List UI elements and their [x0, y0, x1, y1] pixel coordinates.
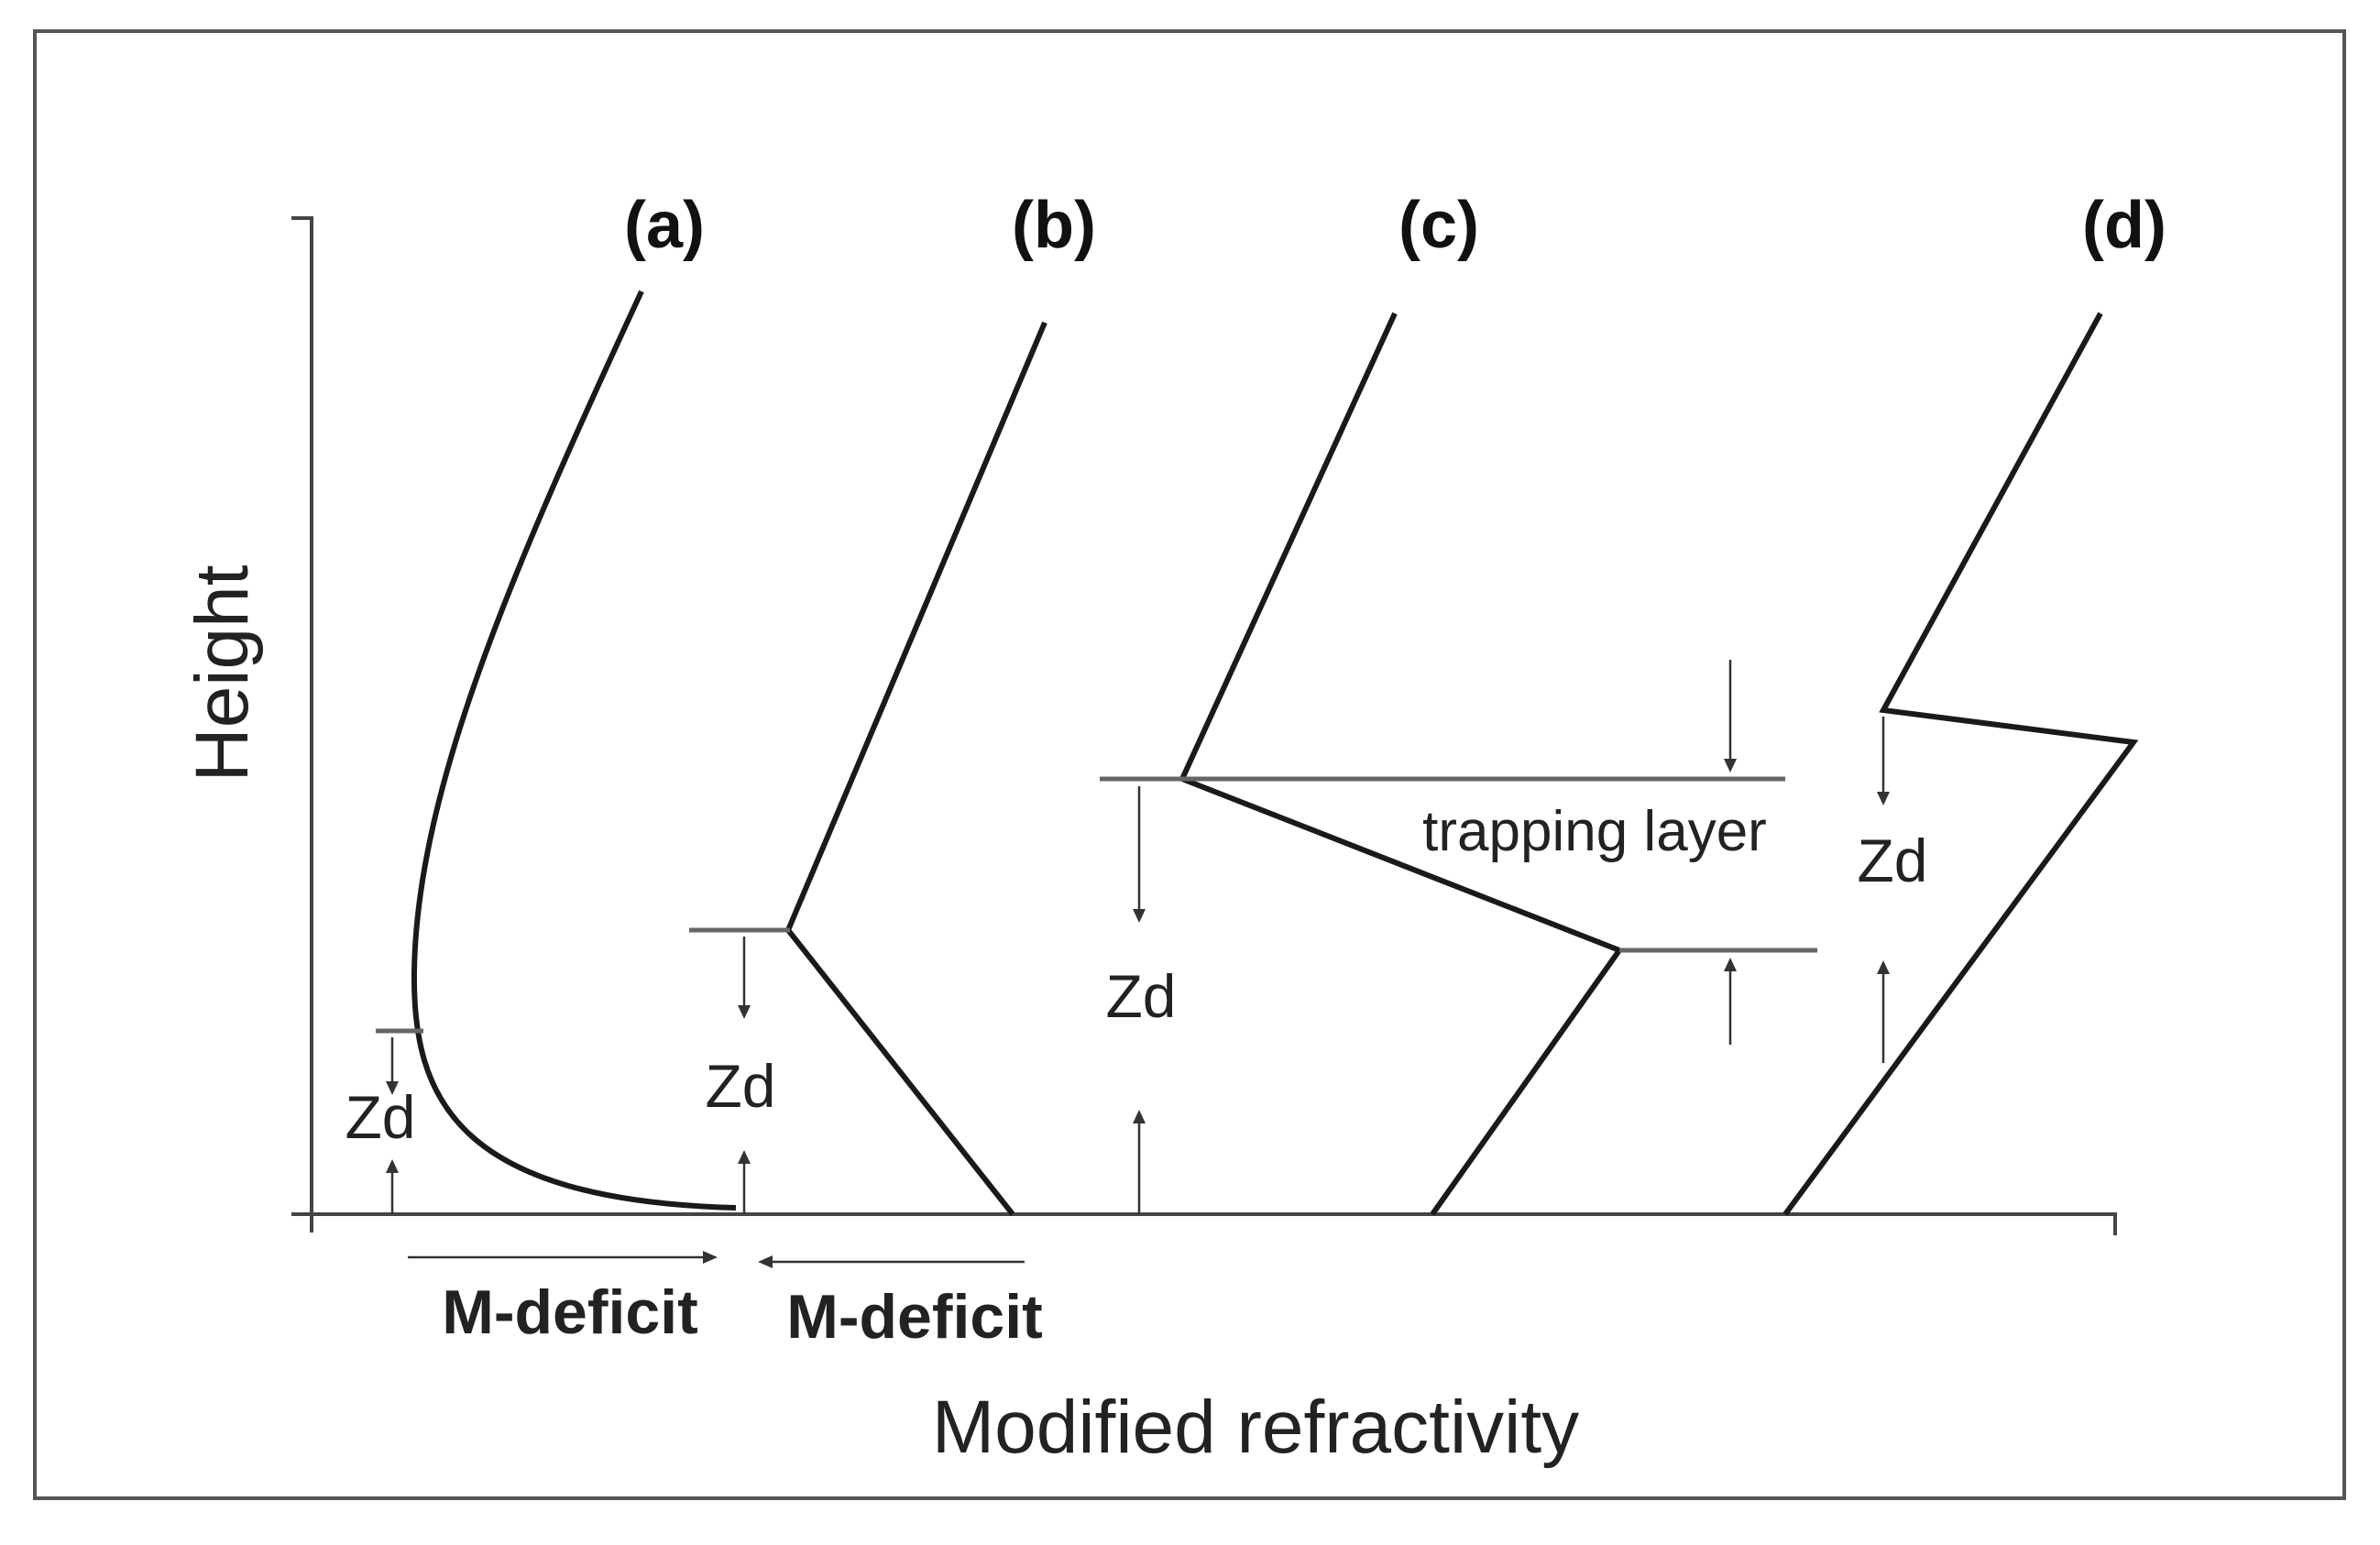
profile-c-curve	[1178, 312, 1624, 1216]
profile-a	[376, 290, 737, 1264]
profile-c-trap-arrowhead-up	[1724, 958, 1737, 971]
zd-label-a: Zd	[345, 1083, 415, 1151]
profile-a-curve	[411, 290, 737, 1211]
profile-a-zd-arrowhead-up	[386, 1159, 399, 1173]
profile-c-zd-arrowhead-up	[1133, 1110, 1146, 1123]
y-axis-title: Height	[181, 564, 264, 782]
profile-a-mdeficit-arrowhead	[703, 1251, 718, 1264]
zd-label-d: Zd	[1857, 827, 1927, 894]
profile-c	[1100, 312, 1817, 1216]
panel-label-a: (a)	[624, 189, 705, 262]
profile-d-curve	[1782, 312, 2139, 1216]
profile-d-zd-arrowhead-up	[1877, 960, 1890, 974]
zd-label-c: Zd	[1105, 962, 1176, 1030]
m-deficit-label-a: M-deficit	[442, 1277, 698, 1347]
figure-frame	[33, 29, 2346, 1500]
profile-b-mdeficit-arrowhead	[758, 1255, 773, 1268]
profile-a-zd-arrowhead-down	[386, 1081, 399, 1095]
axes	[291, 216, 2117, 1235]
panel-label-b: (b)	[1012, 189, 1096, 262]
trapping-layer-label: trapping layer	[1422, 800, 1767, 863]
profile-b-curve	[784, 321, 1047, 1216]
profile-c-trap-arrowhead-down	[1724, 759, 1737, 772]
profile-d-zd-arrowhead-down	[1877, 792, 1890, 805]
m-deficit-label-b: M-deficit	[786, 1282, 1043, 1352]
profile-c-zd-arrowhead-down	[1133, 909, 1146, 923]
zd-label-b: Zd	[705, 1052, 775, 1120]
profile-b-zd-arrowhead-down	[738, 1005, 751, 1019]
panel-label-c: (c)	[1398, 189, 1479, 262]
profile-d	[1782, 312, 2139, 1216]
profile-b-zd-arrowhead-up	[738, 1150, 751, 1164]
panel-label-d: (d)	[2082, 189, 2166, 262]
profile-b	[689, 321, 1047, 1268]
x-axis-title: Modified refractivity	[932, 1386, 1579, 1469]
